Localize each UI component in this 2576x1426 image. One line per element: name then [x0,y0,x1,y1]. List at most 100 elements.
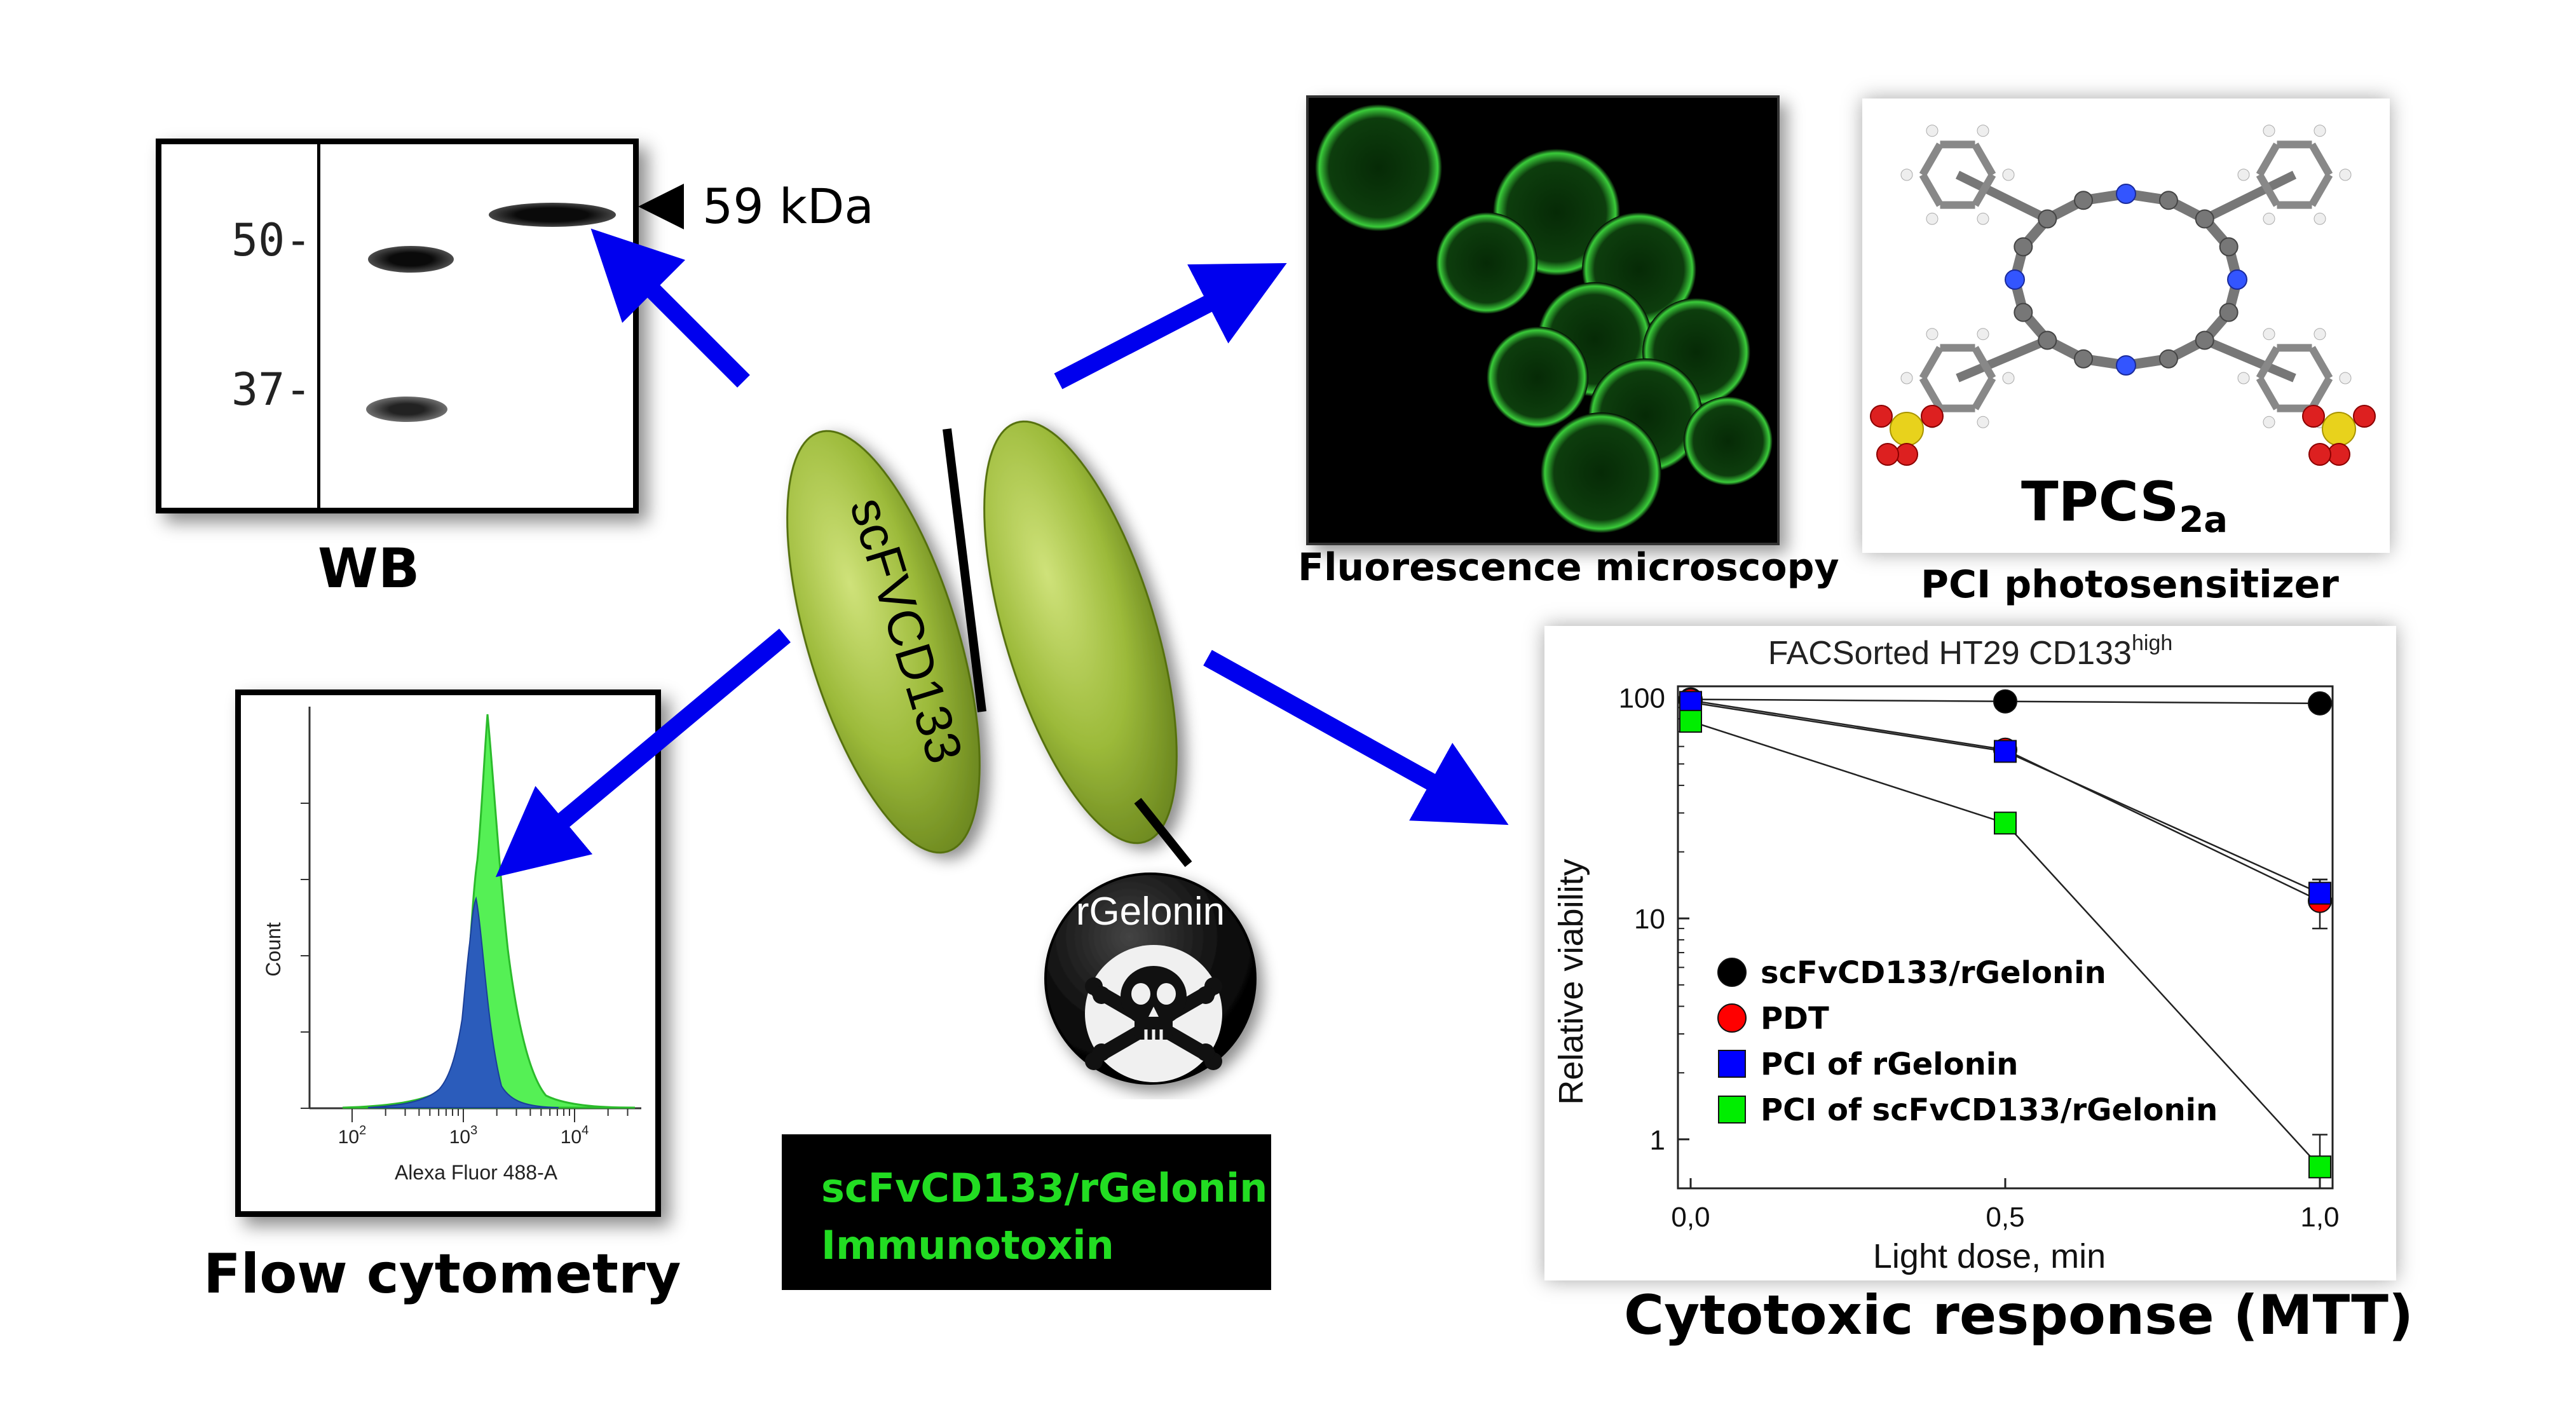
molecule-atom-h [2263,328,2275,341]
molecule-atom-n [2116,184,2136,204]
molecule-bond [2256,142,2280,177]
flow-histogram: Count 102 103 104 Alexa Fluor 488-A [262,707,641,1184]
molecule-atom-h [1926,125,1939,137]
molecule-atom-n [2116,355,2136,376]
data-point [1679,710,1702,733]
flow-caption: Flow cytometry [203,1242,681,1306]
molecule-bond [2308,376,2333,411]
flow-axis-label: Alexa Fluor 488-A [395,1161,558,1184]
molecule-atom-h [2263,125,2275,137]
molecule-bond [1972,376,1996,411]
mtt-caption: Cytotoxic response (MTT) [1624,1284,2414,1347]
chart-markers [1679,687,2332,1179]
series-line [1690,699,2320,902]
data-point [1994,811,2017,835]
legend-marker [1718,1050,1746,1078]
molecule-bond [1956,336,2049,383]
molecule-atom-h [2314,212,2326,225]
molecule-atom-o [1870,405,1893,428]
molecule-atom-h [2314,328,2326,341]
data-point [1994,740,2017,763]
molecule-bond [1919,142,1944,177]
wb-marker-50: 50- [231,214,312,266]
flow-histogram-blue [367,896,559,1108]
molecule-atom-o [1895,443,1918,466]
molecule-atom-c [2158,349,2178,369]
immunotoxin-name-line1: scFvCD133/rGelonin [821,1165,1268,1211]
microscopy-image [1315,104,1773,533]
wb-band-50-lane1 [368,246,454,273]
molecule-atom-h [2002,372,2015,384]
molecule-atom-h [2237,168,2250,181]
molecule-atom-o [1921,405,1944,428]
molecule-atom-h [1900,168,1913,181]
wb-lane-divider [317,144,320,508]
molecule-atom-o [2308,443,2331,466]
molecule-atom-h [2002,168,2015,181]
molecule-atom-c [2038,209,2057,229]
molecule-name-sub: 2a [2179,499,2228,541]
molecule-atom-h [2263,416,2275,428]
molecule-bond [1919,172,1944,207]
molecule-atom-c [2219,237,2239,257]
fluorescent-cells [1315,104,1773,533]
molecule-bond [2308,142,2333,177]
molecule-atom-c [2038,330,2057,350]
molecule-atoms [1870,125,2376,466]
molecule-name-main: TPCS [2021,470,2179,534]
tpcs2a-molecule [1870,125,2376,466]
data-point [1993,689,2017,714]
molecule-atom-s [2322,412,2356,446]
molecule-bond [1972,172,1996,207]
series-line [1690,702,2320,894]
molecule-atom-h [2339,372,2352,384]
molecule-caption: PCI photosensitizer [1921,562,2339,607]
molecule-atom-s [1890,412,1924,446]
chart-y-label: Relative viability [1552,859,1590,1104]
molecule-atom-n [2005,269,2025,290]
wb-band-59-lane2 [489,203,616,227]
chart-x-tick-label: 0,0 [1671,1202,1710,1233]
molecule-atom-c [2195,330,2214,350]
molecule-atom-h [1977,212,1989,225]
legend-marker [1718,1096,1746,1124]
scfv-domain-left [786,430,981,854]
microscopy-caption: Fluorescence microscopy [1298,545,1839,590]
legend-marker [1717,1003,1747,1033]
molecule-bond [1919,376,1944,411]
molecule-bond [2308,346,2333,380]
molecule-bond [1955,170,2050,223]
flow-ticks [301,803,629,1122]
flow-cytometry-panel: Count 102 103 104 Alexa Fluor 488-A [235,689,661,1217]
molecule-bond [2203,336,2296,383]
toxin-linker [1134,798,1192,867]
molecule-bond [1972,142,1996,177]
chart-title: FACSorted HT29 CD133high [1768,631,2173,672]
molecule-atom-h [1926,328,1939,341]
molecule-bond [2308,172,2333,207]
molecule-atom-h [1977,416,1989,428]
legend-label: PCI of scFvCD133/rGelonin [1761,1092,2218,1128]
fluorescence-microscopy-panel [1306,95,1780,545]
molecule-atom-c [2219,302,2239,322]
flow-tick-1e4: 104 [561,1124,589,1148]
immunotoxin-name-line2: Immunotoxin [821,1222,1114,1268]
chart-y-tick-label: 10 [1634,904,1665,935]
data-point [2308,881,2331,905]
legend-label: PCI of rGelonin [1761,1047,2018,1082]
molecule-bond [2256,376,2280,411]
tpcs2a-molecule-panel: TPCS2a [1862,98,2390,553]
immunotoxin-name-box: scFvCD133/rGelonin Immunotoxin [782,1134,1271,1290]
molecule-atom-o [1876,443,1899,466]
scfv-linker [943,428,986,712]
chart-x-label: Light dose, min [1873,1237,2106,1275]
molecule-bond [1919,346,1944,380]
chart-y-tick-label: 100 [1619,683,1665,714]
molecule-atom-o [2327,443,2350,466]
molecule-bond [2202,170,2297,223]
molecule-atom-h [2314,125,2326,137]
